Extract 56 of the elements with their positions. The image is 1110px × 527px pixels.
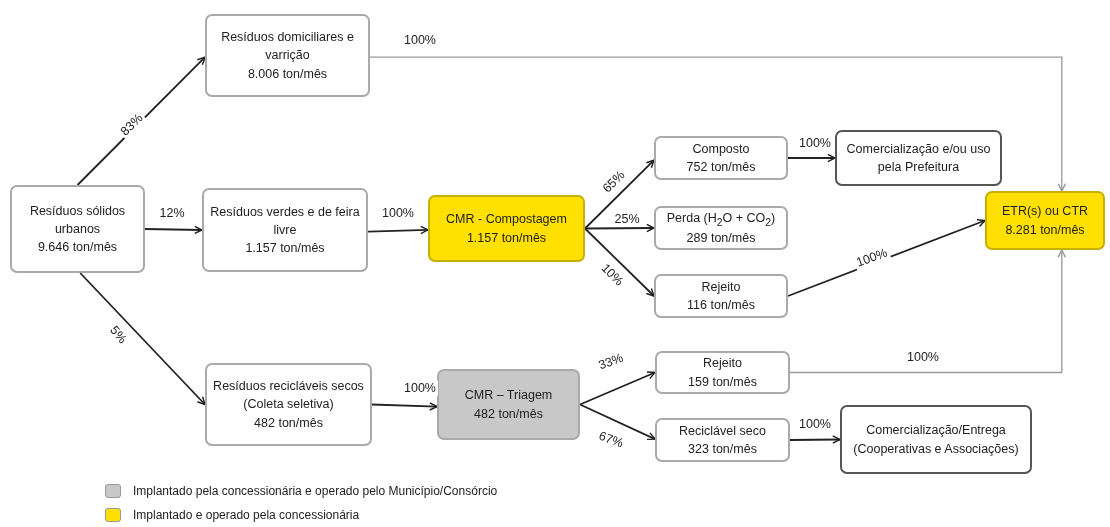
- node-title: Resíduos recicláveis secos (Coleta seletiva): [213, 378, 364, 414]
- node-title: Rejeito: [701, 278, 741, 296]
- node-title: Resíduos verdes e de feira livre: [210, 203, 360, 239]
- node-text: 116 ton/mês: [687, 297, 755, 314]
- node-text: 9.646 ton/mês: [37, 239, 118, 257]
- process-box: [654, 274, 788, 318]
- node-title: CMR – Triagem: [464, 387, 553, 405]
- arrow: [579, 403, 656, 441]
- process-box: [428, 195, 585, 262]
- arrow: [584, 223, 655, 233]
- node-title: Resíduos domiciliares e varrição: [220, 29, 355, 65]
- process-box: [205, 14, 370, 97]
- node-text: 482 ton/mês: [474, 405, 543, 423]
- node-title: CMR - Compostagem: [446, 211, 567, 229]
- process-box: [655, 418, 790, 462]
- arrow: [371, 402, 438, 411]
- edge-label: 100%: [402, 380, 438, 396]
- arrow: [789, 435, 841, 444]
- node-text: 289 ton/mês: [686, 230, 756, 248]
- process-box: [205, 363, 372, 446]
- process-box: [655, 351, 790, 394]
- node-text: 323 ton/mês: [688, 441, 757, 458]
- process-box: [835, 130, 1002, 186]
- node-text: Comercialização/Entrega (Cooperativas e Associações): [852, 422, 1020, 458]
- node-title: Reciclável seco: [679, 422, 766, 440]
- node-title: Rejeito: [703, 355, 742, 373]
- arrow: [787, 153, 836, 163]
- arrow: [144, 225, 203, 235]
- arrow: [584, 159, 655, 230]
- node-text: 1.157 ton/mês: [245, 240, 325, 258]
- legend-text: Implantado pela concessionária e operado pelo Município/Consórcio: [133, 484, 498, 498]
- legend-text: Implantado e operado pela concessionária: [133, 508, 360, 522]
- node-text: Comercialização e/ou uso pela Prefeitura: [845, 140, 992, 176]
- process-box: [10, 185, 145, 273]
- arrow: [79, 272, 206, 406]
- node-text: 159 ton/mês: [688, 373, 757, 391]
- node-text: 8.281 ton/mês: [1005, 221, 1085, 239]
- node-title: Resíduos sólidos urbanos: [28, 202, 127, 238]
- arrow: [367, 225, 429, 235]
- process-box: [654, 206, 788, 250]
- process-box: [985, 191, 1105, 250]
- arrow: [789, 249, 1067, 374]
- arrow: [579, 371, 656, 406]
- process-box: [840, 405, 1032, 474]
- node-text: 752 ton/mês: [686, 159, 756, 176]
- arrow: [369, 56, 1067, 192]
- node-title: Perda (H$_{2}$O + CO$_{2}$): [666, 209, 776, 230]
- node-text: 482 ton/mês: [254, 414, 323, 432]
- node-title: ETR(s) ou CTR: [1001, 203, 1089, 221]
- process-box: [202, 188, 368, 272]
- arrow: [584, 227, 655, 297]
- node-text: 1.157 ton/mês: [466, 229, 547, 247]
- node-title: Composto: [692, 140, 750, 158]
- process-box: [654, 136, 788, 180]
- process-box: [437, 369, 580, 440]
- node-text: 8.006 ton/mês: [247, 65, 328, 83]
